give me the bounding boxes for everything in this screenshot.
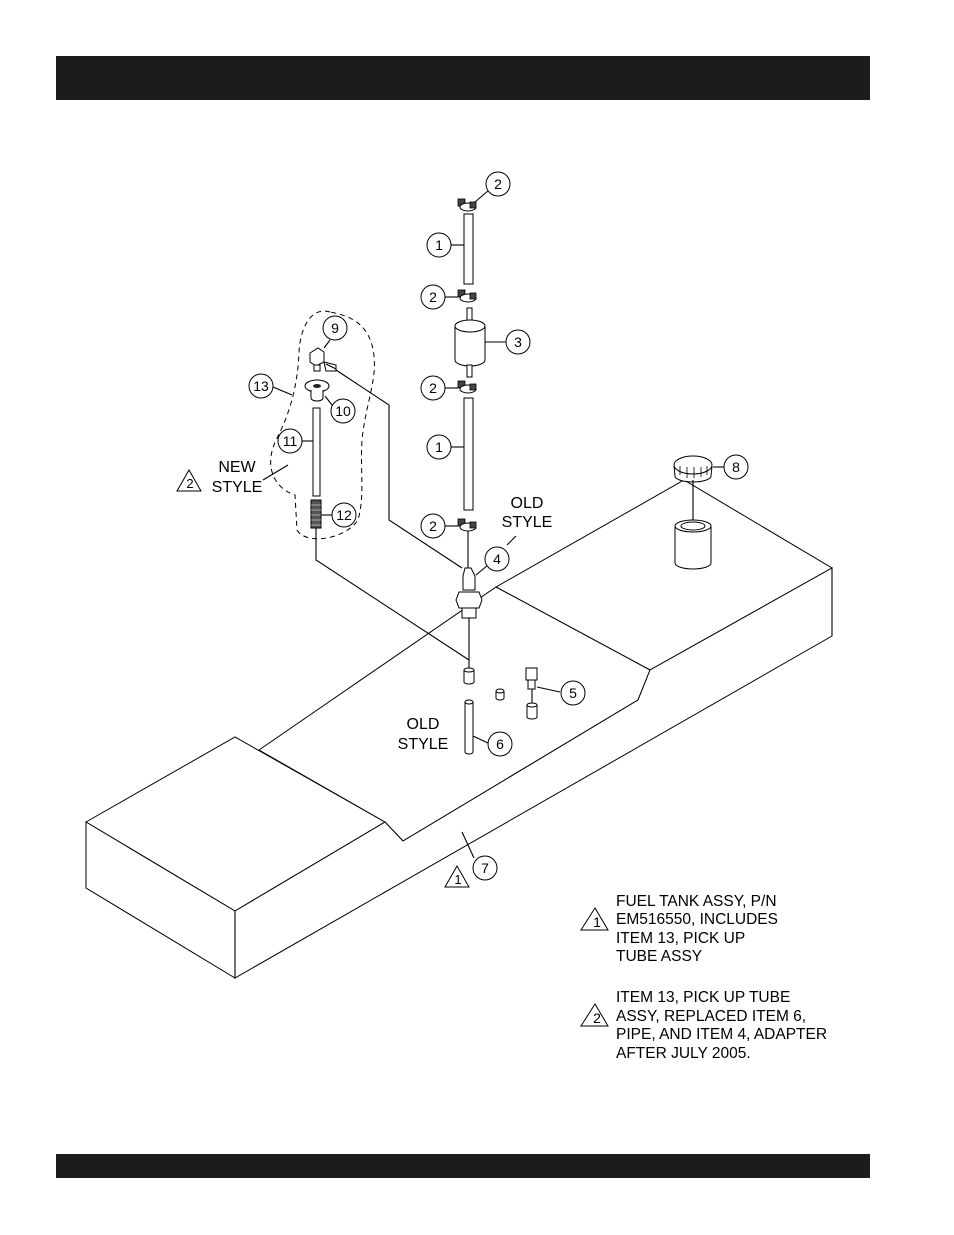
svg-text:2: 2 [429,518,437,534]
callout-1-lower: 1 [427,435,451,459]
old-style-top-label-2: STYLE [502,514,553,531]
note-1: FUEL TANK ASSY, P/N EM516550, INCLUDES I… [616,893,778,965]
svg-text:13: 13 [253,378,269,394]
old-style-top-label: OLD [511,495,544,512]
fuel-hose-lower [464,398,473,510]
svg-text:FUEL TANK ASSY, P/N: FUEL TANK ASSY, P/N [616,893,777,910]
svg-text:7: 7 [481,860,489,876]
svg-text:8: 8 [732,459,740,475]
svg-text:2: 2 [429,289,437,305]
callout-8: 8 [724,455,748,479]
fuel-filter [455,308,485,377]
svg-text:11: 11 [283,433,298,449]
delta-mark-new-style: 2 [177,470,201,491]
svg-text:6: 6 [496,736,504,752]
pickup-tube-assembly [271,311,375,539]
svg-text:4: 4 [493,551,501,567]
callout-2-top: 2 [486,172,510,196]
callout-2-second: 2 [421,285,445,309]
svg-text:EM516550, INCLUDES: EM516550, INCLUDES [616,911,778,928]
svg-text:1: 1 [435,439,443,455]
svg-text:ITEM 13, PICK UP: ITEM 13, PICK UP [616,930,745,947]
callout-4: 4 [485,547,509,571]
pickup-pipe [465,702,473,754]
new-label: NEW [218,459,256,476]
callout-6: 6 [488,732,512,756]
svg-text:10: 10 [335,403,351,419]
new-style-label: STYLE [212,479,263,496]
note-2: ITEM 13, PICK UP TUBE ASSY, REPLACED ITE… [616,989,827,1062]
svg-text:3: 3 [514,334,522,350]
svg-text:5: 5 [569,685,577,701]
callout-1-upper: 1 [427,233,451,257]
elbow-fitting [310,348,336,371]
svg-text:1: 1 [454,872,461,887]
callout-5: 5 [561,681,585,705]
pickup-tube [313,408,320,496]
delta-mark-item7: 1 [445,866,469,887]
hose-clamp [458,290,476,302]
callout-2-third: 2 [421,376,445,400]
old-style-bottom-label-2: STYLE [398,736,449,753]
svg-text:12: 12 [336,507,352,523]
strainer [311,500,321,528]
svg-text:9: 9 [331,320,339,336]
callout-11: 11 [278,429,302,453]
svg-text:2: 2 [186,476,193,491]
hose-clamp [458,381,476,393]
hose-clamp [458,519,476,531]
callout-13: 13 [249,374,273,398]
svg-text:ITEM 13, PICK UP TUBE: ITEM 13, PICK UP TUBE [616,989,790,1006]
fuel-hose-upper [464,214,473,284]
filler-neck [675,520,711,569]
new-style-boundary [271,311,375,539]
callout-12: 12 [332,503,356,527]
svg-text:ASSY, REPLACED ITEM 6,: ASSY, REPLACED ITEM 6, [616,1008,806,1025]
delta-mark-note2: 2 [581,1004,608,1026]
callout-9: 9 [323,316,347,340]
callout-10: 10 [331,399,355,423]
svg-text:AFTER JULY 2005.: AFTER JULY 2005. [616,1045,751,1062]
svg-text:2: 2 [494,176,502,192]
svg-text:1: 1 [593,914,601,930]
svg-text:2: 2 [429,380,437,396]
hose-clamp [458,199,476,211]
fuel-cap [674,456,712,482]
svg-text:PIPE, AND ITEM 4, ADAPTER: PIPE, AND ITEM 4, ADAPTER [616,1026,827,1043]
delta-mark-note1: 1 [581,908,608,930]
svg-text:2: 2 [593,1010,601,1026]
svg-text:1: 1 [435,237,443,253]
callout-3: 3 [506,330,530,354]
svg-text:TUBE ASSY: TUBE ASSY [616,948,702,965]
callout-7: 7 [473,856,497,880]
callout-2-fourth: 2 [421,514,445,538]
old-style-bottom-label: OLD [407,716,440,733]
